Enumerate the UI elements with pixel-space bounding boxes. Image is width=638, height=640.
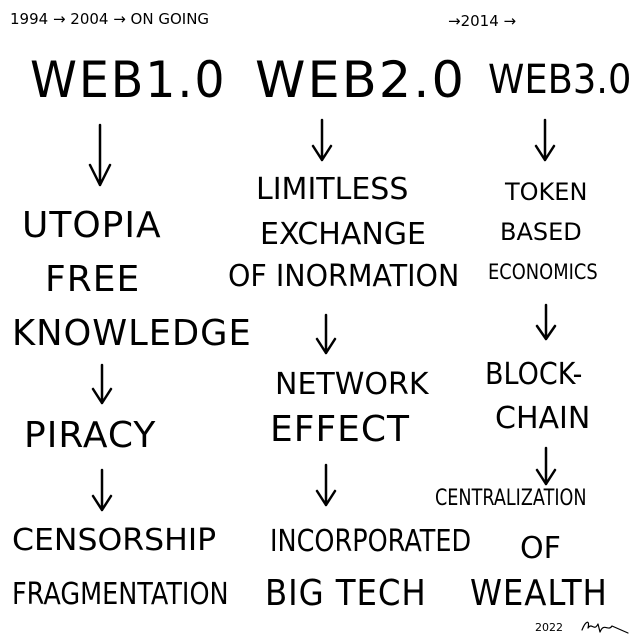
web1-item-knowledge: KNOWLEDGE — [12, 313, 252, 354]
web3-item-centralization: CENTRALIZATION — [435, 486, 587, 511]
web2-item-effect: EFFECT — [270, 409, 411, 450]
arrow-down-icon — [534, 118, 556, 162]
arrow-down-icon — [535, 446, 557, 486]
web1-item-piracy: PIRACY — [24, 415, 157, 456]
arrow-down-icon — [315, 313, 337, 355]
footer-year: 2022 — [535, 621, 563, 634]
web3-item-chain: CHAIN — [495, 401, 591, 436]
arrow-down-icon — [91, 363, 113, 405]
web1-item-free: FREE — [45, 259, 141, 300]
web3-item-based: BASED — [500, 218, 582, 246]
arrow-down-icon — [88, 123, 112, 187]
arrow-down-icon — [535, 303, 557, 341]
web2-item-network: NETWORK — [275, 367, 429, 402]
web2-item-of-information: OF INORMATION — [228, 259, 460, 294]
timeline-left: 1994 → 2004 → ON GOING — [10, 10, 210, 28]
web3-item-token: TOKEN — [505, 178, 588, 206]
web1-item-censorship: CENSORSHIP — [12, 523, 217, 558]
web3-item-economics: ECONOMICS — [488, 260, 598, 284]
timeline-right: →2014 → — [448, 12, 517, 30]
web3-item-block: BLOCK- — [485, 357, 583, 392]
web1-item-fragmentation: FRAGMENTATION — [12, 577, 229, 612]
web2-item-exchange: EXCHANGE — [260, 217, 426, 252]
web2-item-incorporated: INCORPORATED — [270, 524, 472, 559]
arrow-down-icon — [91, 468, 113, 512]
web2-item-limitless: LIMITLESS — [256, 172, 409, 207]
web1-item-utopia: UTOPIA — [22, 205, 162, 246]
web2-title: WEB2.0 — [255, 51, 466, 109]
web1-title: WEB1.0 — [30, 51, 227, 109]
signature-mark — [581, 621, 629, 634]
arrow-down-icon — [311, 118, 333, 162]
web2-item-big-tech: BIG TECH — [265, 573, 427, 614]
web3-item-of: OF — [520, 531, 561, 566]
web3-title: WEB3.0 — [488, 57, 632, 103]
arrow-down-icon — [315, 463, 337, 507]
web3-item-wealth: WEALTH — [470, 573, 608, 614]
